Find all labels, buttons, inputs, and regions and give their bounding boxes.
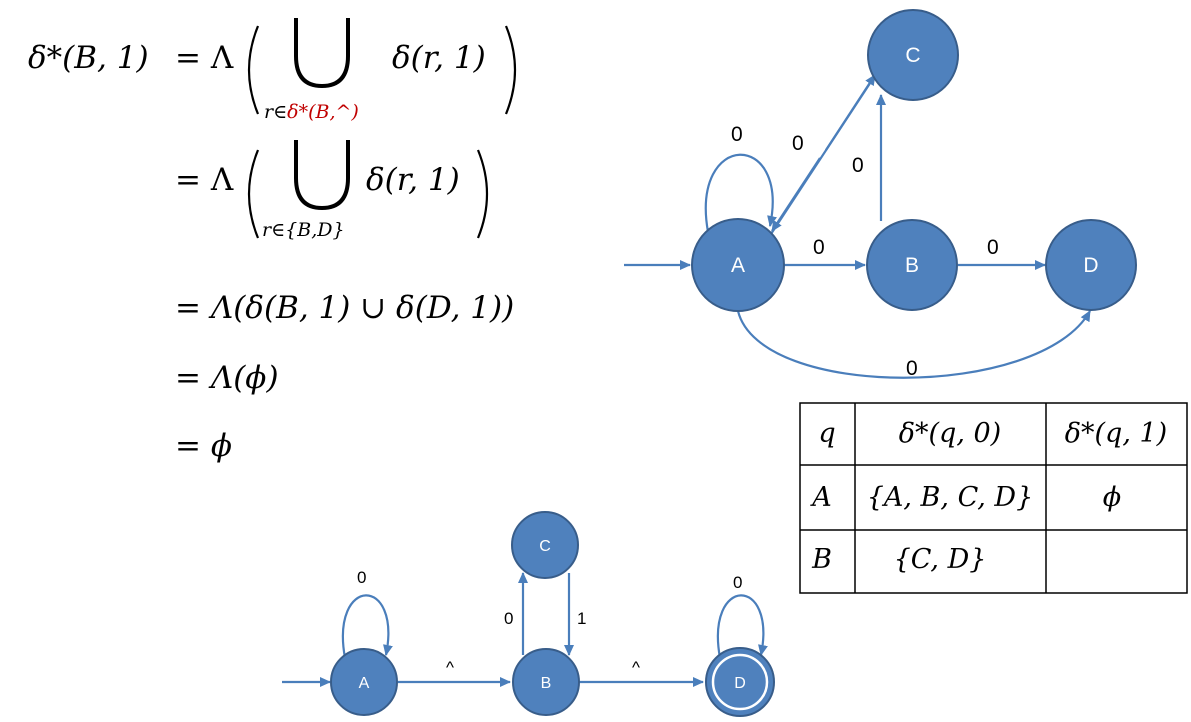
bottom-node-d-accept-ring	[711, 653, 769, 711]
bottom-edge-a-a	[342, 594, 393, 659]
transition-table: q δ*(q, 0) δ*(q, 1) A {A, B, C, D} ϕ B {…	[799, 402, 1188, 594]
top-node-d	[1045, 219, 1137, 311]
table-row-b-state: B	[811, 544, 832, 575]
table-row-a-delta1: ϕ	[1103, 482, 1121, 513]
bottom-node-a	[330, 648, 398, 716]
bottom-edge-d-d-label: 0	[733, 573, 742, 592]
top-edge-a-b-label: 0	[813, 236, 825, 259]
line2-left-paren	[247, 149, 260, 239]
table-border	[799, 402, 1188, 594]
line1-term: δ(r, 1)	[392, 40, 486, 76]
top-edge-b-c-label: 0	[852, 154, 864, 177]
bottom-edge-b-d-label: ^	[632, 658, 640, 677]
line3: = Λ(δ(B, 1) ∪ δ(D, 1))	[175, 290, 514, 326]
bottom-edge-b-c-label: 0	[504, 609, 513, 628]
top-edge-a-a	[704, 153, 777, 233]
line2-term: δ(r, 1)	[366, 162, 460, 198]
table-row-a-delta0: {A, B, C, D}	[867, 482, 1034, 513]
bottom-edge-c-b-label: 1	[577, 609, 586, 628]
bottom-edge-a-b-label: ^	[446, 658, 454, 677]
bottom-edge-d-d	[717, 594, 768, 659]
top-node-a-label: A	[731, 254, 745, 277]
table-header-q: q	[818, 418, 835, 449]
bottom-node-b	[512, 648, 580, 716]
line5: = ϕ	[175, 428, 232, 464]
bottom-node-c-label: C	[539, 538, 551, 555]
top-node-b	[866, 219, 958, 311]
bottom-node-d-label: D	[734, 675, 746, 692]
line1-left-paren	[247, 25, 260, 115]
bottom-node-b-label: B	[541, 675, 552, 692]
bottom-node-c	[511, 511, 579, 579]
top-edge-b-d-label: 0	[987, 236, 999, 259]
line1-subscript: r∈δ*(B,^)	[264, 101, 359, 123]
line1-union-symbol	[294, 18, 350, 89]
top-edge-a-c-label: 0	[792, 132, 804, 155]
line2-equals-lambda: = Λ	[175, 162, 234, 198]
top-edge-a-d-label: 0	[906, 357, 918, 380]
line1-equals-lambda: = Λ	[175, 40, 234, 76]
table-row-a-state: A	[809, 482, 832, 513]
top-edge-c-a-head	[771, 157, 821, 232]
table-header-delta1: δ*(q, 1)	[1065, 418, 1167, 449]
top-node-c	[867, 9, 959, 101]
top-edge-a-c	[825, 74, 876, 151]
top-node-a	[691, 218, 785, 312]
bottom-node-d	[705, 647, 775, 717]
top-diagram: 0 0 0 0 0 0 A B C D	[624, 9, 1137, 380]
line1-subscript-highlight: δ*(B,^)	[287, 101, 359, 123]
top-edge-a-d	[736, 310, 1091, 379]
table-row-b-delta0: {C, D}	[894, 544, 987, 575]
derivation-lhs: δ*(B, 1)	[28, 40, 149, 76]
bottom-diagram: 0 ^ 0 1 ^ 0 A B C D	[282, 511, 775, 717]
line2-union-symbol	[294, 140, 350, 211]
line2-right-paren	[476, 149, 489, 239]
top-edge-a-a-label: 0	[731, 123, 743, 146]
top-node-d-label: D	[1083, 254, 1098, 277]
derivation: δ*(B, 1) = Λ r∈δ*(B,^) δ(r, 1) = Λ r∈{B,…	[28, 18, 517, 464]
bottom-node-a-label: A	[359, 675, 370, 692]
line4: = Λ(ϕ)	[175, 360, 279, 396]
top-node-c-label: C	[905, 44, 920, 67]
top-node-b-label: B	[905, 254, 919, 277]
bottom-edge-a-a-label: 0	[357, 568, 366, 587]
line2-subscript: r∈{B,D}	[262, 219, 345, 241]
table-header-delta0: δ*(q, 0)	[899, 418, 1001, 449]
line1-right-paren	[504, 25, 517, 115]
